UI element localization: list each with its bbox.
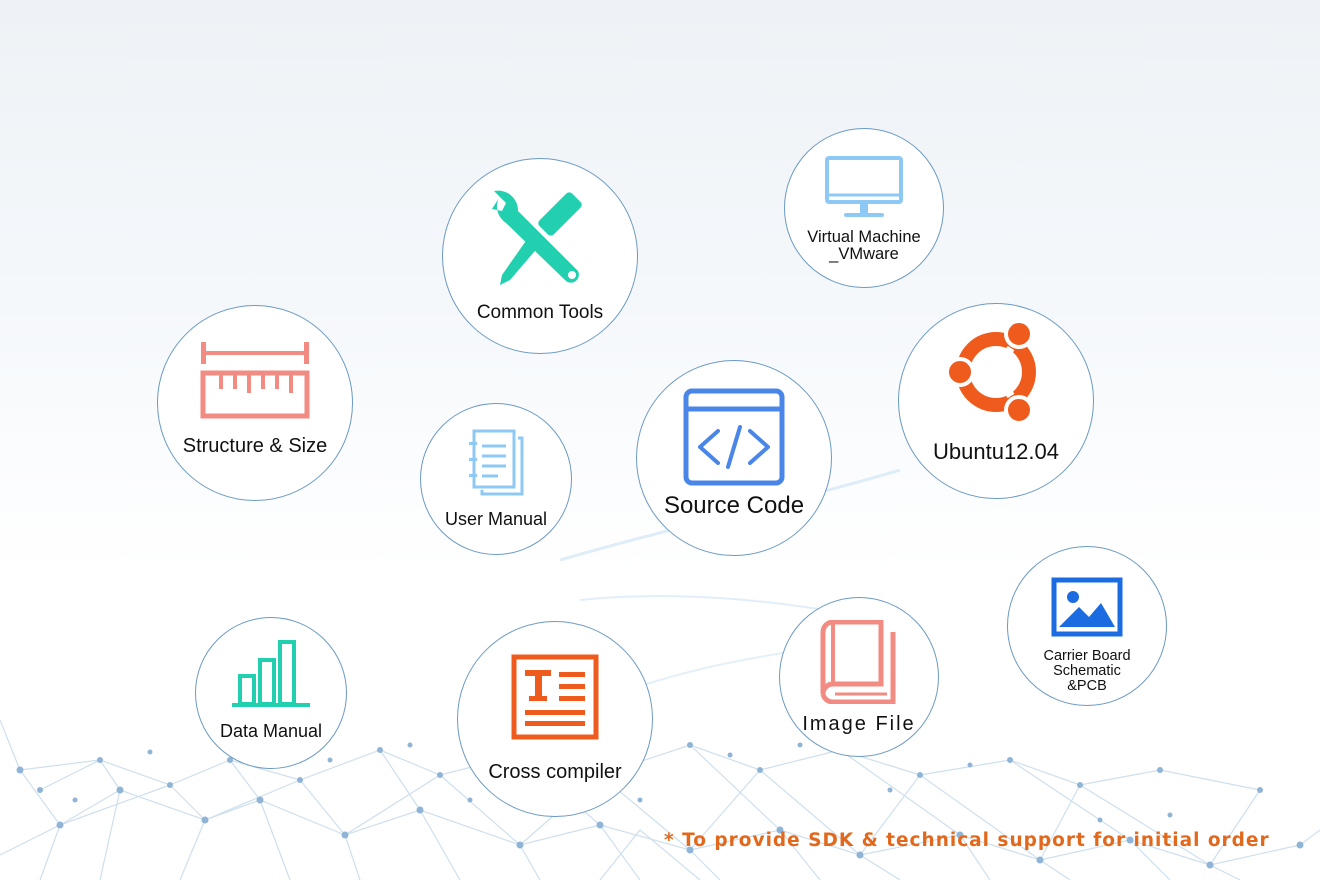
user-manual-label: User Manual	[444, 509, 548, 529]
monitor-icon	[825, 156, 903, 217]
virtual-machine-label-line1: Virtual Machine	[807, 228, 921, 246]
carrier-board-label: Carrier Board Schematic &PCB	[1008, 648, 1166, 695]
image-file-label: Image File	[802, 713, 916, 735]
carrier-board-label-line2: Schematic	[1053, 663, 1121, 680]
carrier-board-item[interactable]: Carrier Board Schematic &PCB	[1007, 546, 1167, 706]
common-tools-item[interactable]: Common Tools	[442, 158, 638, 354]
structure-size-item[interactable]: Structure & Size	[157, 305, 353, 501]
data-manual-item[interactable]: Data Manual	[195, 617, 347, 769]
ubuntu-icon	[945, 320, 1036, 424]
book-icon	[820, 620, 896, 704]
code-icon	[683, 388, 785, 486]
carrier-board-label-line1: Carrier Board	[1043, 648, 1131, 664]
data-manual-label: Data Manual	[219, 721, 323, 741]
source-code-item[interactable]: Source Code	[636, 360, 832, 556]
document-icon	[469, 429, 524, 496]
common-tools-label: Common Tools	[476, 302, 604, 323]
cross-compiler-item[interactable]: Cross compiler	[457, 621, 653, 817]
ubuntu-item[interactable]: Ubuntu12.04	[898, 303, 1094, 499]
image-icon	[1051, 577, 1123, 637]
ubuntu-label: Ubuntu12.04	[933, 439, 1059, 464]
bar-chart-icon	[232, 640, 310, 707]
source-code-label: Source Code	[663, 492, 805, 519]
user-manual-item[interactable]: User Manual	[420, 403, 572, 555]
virtual-machine-label: Virtual Machine _VMware	[785, 228, 943, 264]
cross-compiler-label: Cross compiler	[488, 761, 622, 783]
support-note: * To provide SDK & technical support for…	[664, 830, 1270, 851]
tools-icon	[492, 190, 582, 285]
structure-size-label: Structure & Size	[182, 435, 328, 457]
ruler-icon	[200, 342, 310, 419]
virtual-machine-item[interactable]: Virtual Machine _VMware	[784, 128, 944, 288]
virtual-machine-label-line2: _VMware	[829, 245, 899, 264]
image-file-item[interactable]: Image File	[779, 597, 939, 757]
carrier-board-label-line3: &PCB	[1067, 678, 1107, 695]
text-document-icon	[511, 654, 599, 740]
